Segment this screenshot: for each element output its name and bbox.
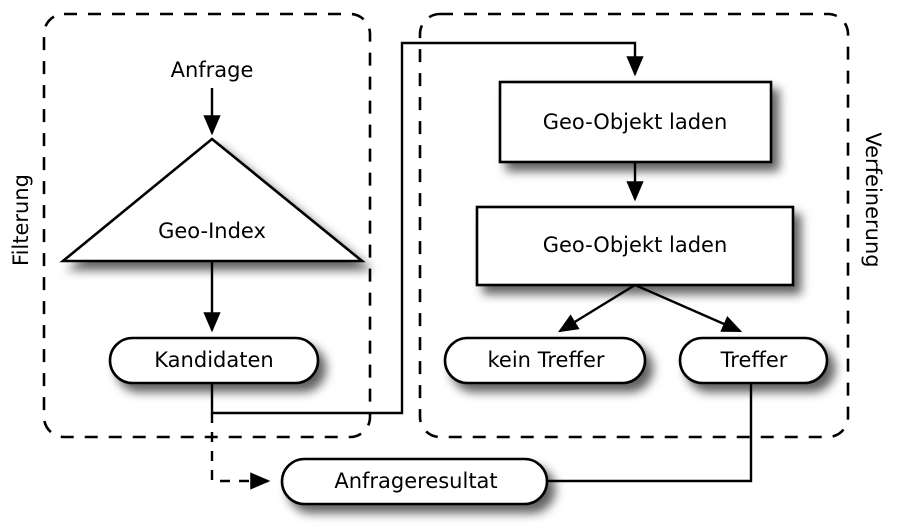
node-geo-index[interactable] bbox=[59, 137, 366, 263]
group-filterung-label: Filterung bbox=[9, 174, 33, 266]
node-kein-treffer-shape bbox=[443, 336, 647, 385]
node-kandidaten[interactable] bbox=[108, 336, 320, 385]
group-verfeinerung-label: Verfeinerung bbox=[861, 132, 885, 267]
node-treffer[interactable] bbox=[678, 336, 829, 385]
node-kein-treffer-label: kein Treffer bbox=[487, 348, 604, 372]
node-geo-index-label: Geo-Index bbox=[158, 219, 266, 243]
node-anfrageresultat-label: Anfrageresultat bbox=[334, 469, 497, 493]
node-treffer-label: Treffer bbox=[720, 348, 788, 372]
edge-kandidaten-to-geo-objekt-laden-1 bbox=[210, 41, 644, 415]
node-anfrage-label: Anfrage bbox=[171, 58, 254, 82]
node-kandidaten-label: Kandidaten bbox=[154, 348, 273, 372]
node-geo-objekt-laden-1-label: Geo-Objekt laden bbox=[543, 110, 728, 134]
node-geo-objekt-laden-1-shape bbox=[498, 80, 773, 164]
node-geo-objekt-laden-1[interactable] bbox=[498, 80, 773, 164]
group-verfeinerung-border bbox=[418, 12, 850, 439]
node-anfrageresultat-shape bbox=[280, 457, 549, 506]
node-geo-objekt-laden-2[interactable] bbox=[475, 205, 795, 287]
edge-treffer-to-anfrageresultat bbox=[547, 383, 753, 483]
node-kandidaten-shape bbox=[108, 336, 320, 385]
node-geo-objekt-laden-2-shape bbox=[475, 205, 795, 287]
group-filterung-border bbox=[42, 12, 372, 439]
group-filterung: Filterung bbox=[9, 12, 372, 439]
edge-geo-objekt-laden-2-to-kein-treffer bbox=[557, 283, 636, 333]
edge-kandidaten-to-anfrageresultat bbox=[210, 413, 271, 490]
node-geo-index-shape bbox=[59, 137, 366, 263]
edge-geo-objekt-laden-2-to-treffer bbox=[634, 283, 743, 333]
node-anfrageresultat[interactable] bbox=[280, 457, 549, 506]
node-geo-objekt-laden-2-label: Geo-Objekt laden bbox=[543, 233, 728, 257]
group-verfeinerung: Verfeinerung bbox=[418, 12, 885, 439]
node-treffer-shape bbox=[678, 336, 829, 385]
node-kein-treffer[interactable] bbox=[443, 336, 647, 385]
